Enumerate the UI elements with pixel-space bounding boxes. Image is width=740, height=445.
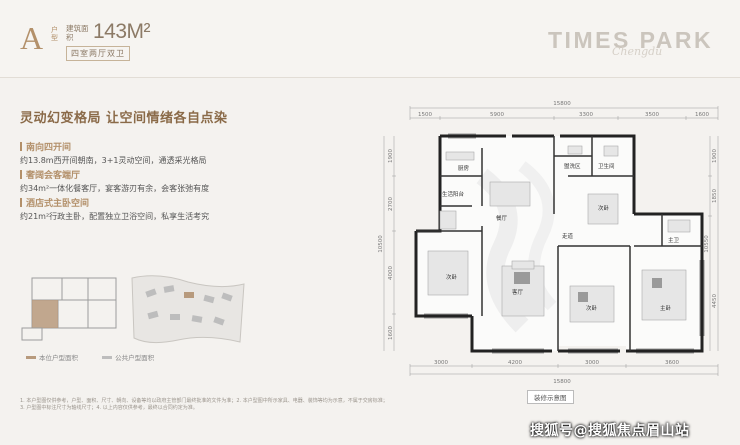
dim-left-total: 10500: [378, 235, 384, 253]
feature-title: 酒店式主卧空间: [20, 196, 89, 209]
feature-desc: 约13.8m西开间朝南，3+1灵动空间，通透采光格局: [20, 156, 207, 165]
unit-type-letter: A: [20, 20, 44, 56]
room-label-wash: 盥洗区: [564, 162, 581, 170]
brand-logo: TIMES PARK: [548, 27, 714, 53]
room-label-master: 主卧: [660, 304, 672, 312]
dim-bottom-total: 15800: [553, 379, 571, 385]
dim-left: 1600: [388, 326, 394, 340]
room-label-master-bath: 主卫: [668, 236, 680, 244]
dim-bottom: 3600: [665, 360, 679, 366]
floor-plan: 15800 1500 5900 3300 3500 1600 3000 4200…: [378, 101, 719, 385]
header-band: [0, 0, 740, 78]
dim-right: 4450: [712, 294, 718, 308]
dim-top: 1600: [695, 112, 709, 118]
dim-left: 2700: [388, 197, 394, 211]
headline: 灵动幻变格局 让空间情绪各自点染: [20, 111, 228, 126]
room-label-dining: 餐厅: [496, 214, 508, 222]
room-label-bedroom: 次卧: [446, 273, 458, 281]
feature-desc: 约34m²一体化餐客厅，宴客游刃有余，会客张弛有度: [20, 184, 210, 193]
dim-top: 5900: [490, 112, 504, 118]
dim-top: 3500: [645, 112, 659, 118]
area-label: 建筑面积: [66, 24, 89, 42]
room-label-balcony: 生活阳台: [442, 190, 465, 198]
brand-script: Chengdu: [612, 45, 663, 58]
dim-left: 1900: [388, 149, 394, 163]
dim-right: 1900: [712, 149, 718, 163]
dim-top: 3300: [579, 112, 593, 118]
room-label-corridor: 走道: [562, 232, 574, 240]
dim-bottom: 3000: [434, 360, 448, 366]
dim-top: 1500: [418, 112, 432, 118]
area-value: 143M²: [93, 20, 151, 43]
dim-bottom: 3000: [585, 360, 599, 366]
room-label-kitchen: 厨房: [458, 164, 470, 172]
dim-right-total: 10550: [704, 235, 710, 253]
legend-swatch: [26, 356, 36, 359]
feature-desc: 约21m²行政主卧，配置独立卫浴空间，私享生活考究: [20, 212, 210, 221]
dim-right: 1850: [712, 189, 718, 203]
room-label-bedroom: 次卧: [586, 304, 598, 312]
layout-badge: 四室两厅双卫: [66, 46, 130, 61]
plan-caption: 装修示意图: [527, 390, 574, 404]
dim-top-total: 15800: [553, 101, 571, 107]
room-label-living: 客厅: [512, 288, 524, 296]
legend-swatch: [102, 356, 113, 359]
disclaimer-footnote: 1. 本户型图仅供参考，户型、面积、尺寸、朝向、设备等均以政府主管部门最终批准的…: [20, 398, 388, 411]
room-label-bedroom: 次卧: [598, 204, 610, 212]
feature-title: 南向四开间: [20, 140, 71, 153]
key-plan-site: [131, 275, 245, 344]
unit-type-suffix: 户型: [51, 26, 58, 42]
key-plan-floor: [21, 277, 117, 341]
feature-title: 奢阔会客端厅: [20, 168, 80, 181]
dim-left: 4000: [388, 266, 394, 280]
dim-bottom: 4200: [508, 360, 522, 366]
room-label-bath: 卫生间: [598, 162, 615, 170]
watermark: 搜狐号@搜狐焦点眉山站: [530, 423, 690, 439]
key-plan-legend: 本位户型面积 公共户型面积: [26, 352, 154, 362]
